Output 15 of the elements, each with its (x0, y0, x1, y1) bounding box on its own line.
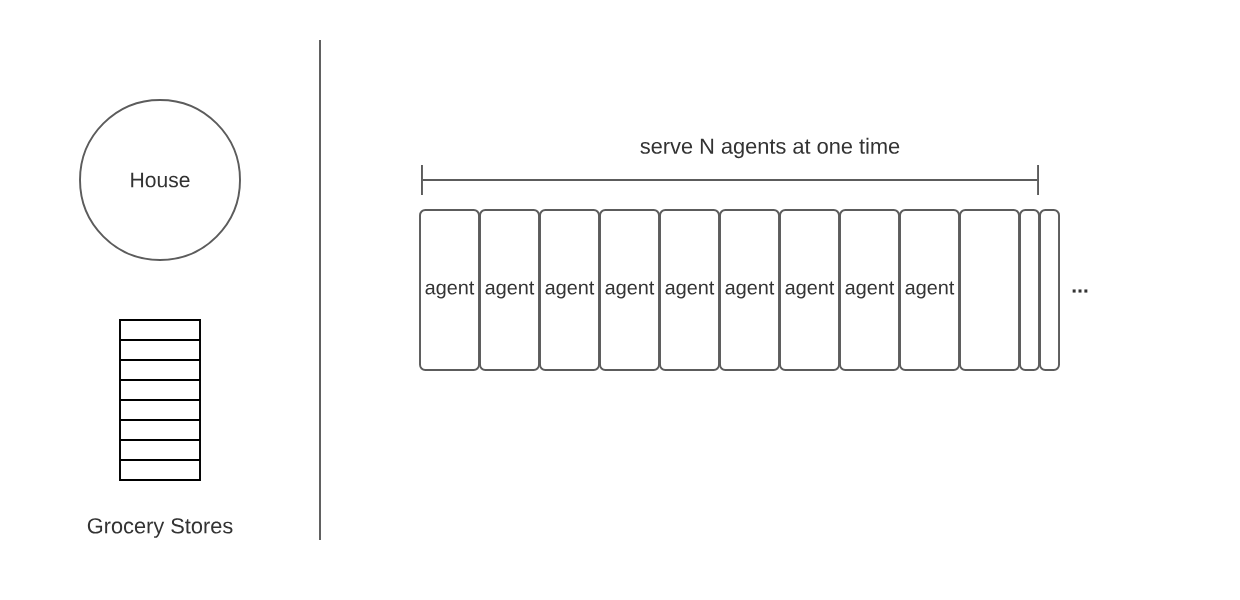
slot-box: agent (659, 209, 720, 371)
slot-box: agent (479, 209, 540, 371)
slot-box: agent (899, 209, 960, 371)
slot-box: agent (779, 209, 840, 371)
stack-caption: Grocery Stores (87, 518, 233, 538)
slot-box: agent (719, 209, 780, 371)
slot-box: agent (839, 209, 900, 371)
slot-box (1039, 209, 1060, 371)
slot-box: agent (599, 209, 660, 371)
dimension-label: serve N agents at one time (640, 137, 900, 159)
slot-box (1019, 209, 1040, 371)
slot-box: agent (419, 209, 480, 371)
slot-box (959, 209, 1020, 371)
slot-box: agent (539, 209, 600, 371)
ellipsis-mark: ... (1072, 289, 1088, 293)
